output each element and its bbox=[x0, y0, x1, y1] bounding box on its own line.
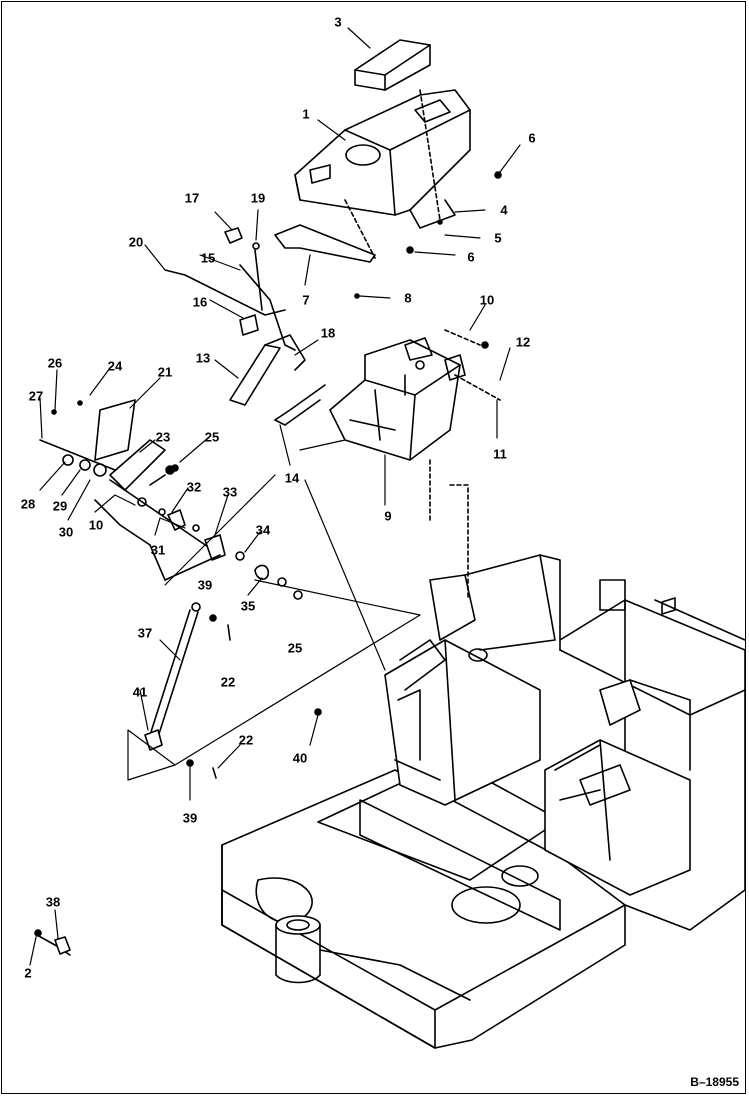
throttle-assembly bbox=[39, 399, 303, 600]
callout-6-upper: 6 bbox=[528, 130, 536, 146]
callout-2: 2 bbox=[24, 965, 32, 981]
callout-28: 28 bbox=[20, 496, 36, 512]
callout-31: 31 bbox=[150, 542, 166, 558]
callout-15: 15 bbox=[200, 250, 216, 266]
callout-24: 24 bbox=[107, 358, 123, 374]
callout-40: 40 bbox=[292, 750, 308, 766]
callout-leaders bbox=[29, 27, 521, 966]
callout-25-lower: 25 bbox=[287, 640, 303, 656]
callout-18: 18 bbox=[320, 325, 336, 341]
callout-30: 30 bbox=[58, 524, 74, 540]
drawing-code: B–18955 bbox=[690, 1075, 739, 1089]
callout-1: 1 bbox=[302, 106, 310, 122]
callout-33: 33 bbox=[222, 484, 238, 500]
callout-3: 3 bbox=[334, 14, 342, 30]
pilot-linkage bbox=[164, 227, 326, 426]
callout-39-lower: 39 bbox=[182, 810, 198, 826]
callout-6-lower: 6 bbox=[467, 249, 475, 265]
alignment-lines bbox=[344, 199, 501, 601]
callout-39-upper: 39 bbox=[197, 577, 213, 593]
callout-37: 37 bbox=[137, 625, 153, 641]
callout-26: 26 bbox=[47, 355, 63, 371]
callout-23: 23 bbox=[155, 429, 171, 445]
callout-10-lower: 10 bbox=[88, 517, 104, 533]
callout-16: 16 bbox=[192, 294, 208, 310]
callout-17: 17 bbox=[184, 190, 200, 206]
callout-8: 8 bbox=[404, 290, 412, 306]
reference-lines bbox=[164, 439, 421, 766]
right-console-housing bbox=[544, 679, 691, 896]
callout-34: 34 bbox=[255, 522, 271, 538]
callout-4: 4 bbox=[500, 202, 508, 218]
callout-22-lower: 22 bbox=[238, 732, 254, 748]
valve-bracket bbox=[329, 337, 466, 461]
bracket-7 bbox=[274, 224, 376, 263]
callout-35: 35 bbox=[240, 598, 256, 614]
callout-22-upper: 22 bbox=[220, 674, 236, 690]
callout-25-upper: 25 bbox=[204, 429, 220, 445]
callout-12: 12 bbox=[515, 334, 531, 350]
callout-41: 41 bbox=[132, 684, 148, 700]
left-console-housing bbox=[384, 554, 561, 806]
callout-38: 38 bbox=[45, 894, 61, 910]
callout-32: 32 bbox=[186, 479, 202, 495]
callout-5: 5 bbox=[494, 230, 502, 246]
callout-9: 9 bbox=[384, 508, 392, 524]
throttle-cable bbox=[127, 602, 231, 781]
callout-7: 7 bbox=[302, 292, 310, 308]
callout-19: 19 bbox=[250, 190, 266, 206]
callout-11: 11 bbox=[493, 446, 507, 462]
callout-27: 27 bbox=[28, 388, 44, 404]
callout-14: 14 bbox=[284, 470, 300, 486]
callout-20: 20 bbox=[128, 234, 144, 250]
callout-29: 29 bbox=[52, 498, 68, 514]
console-cover bbox=[294, 39, 471, 229]
callout-10-upper: 10 bbox=[479, 292, 495, 308]
callout-21: 21 bbox=[157, 364, 173, 380]
callout-13: 13 bbox=[195, 350, 211, 366]
